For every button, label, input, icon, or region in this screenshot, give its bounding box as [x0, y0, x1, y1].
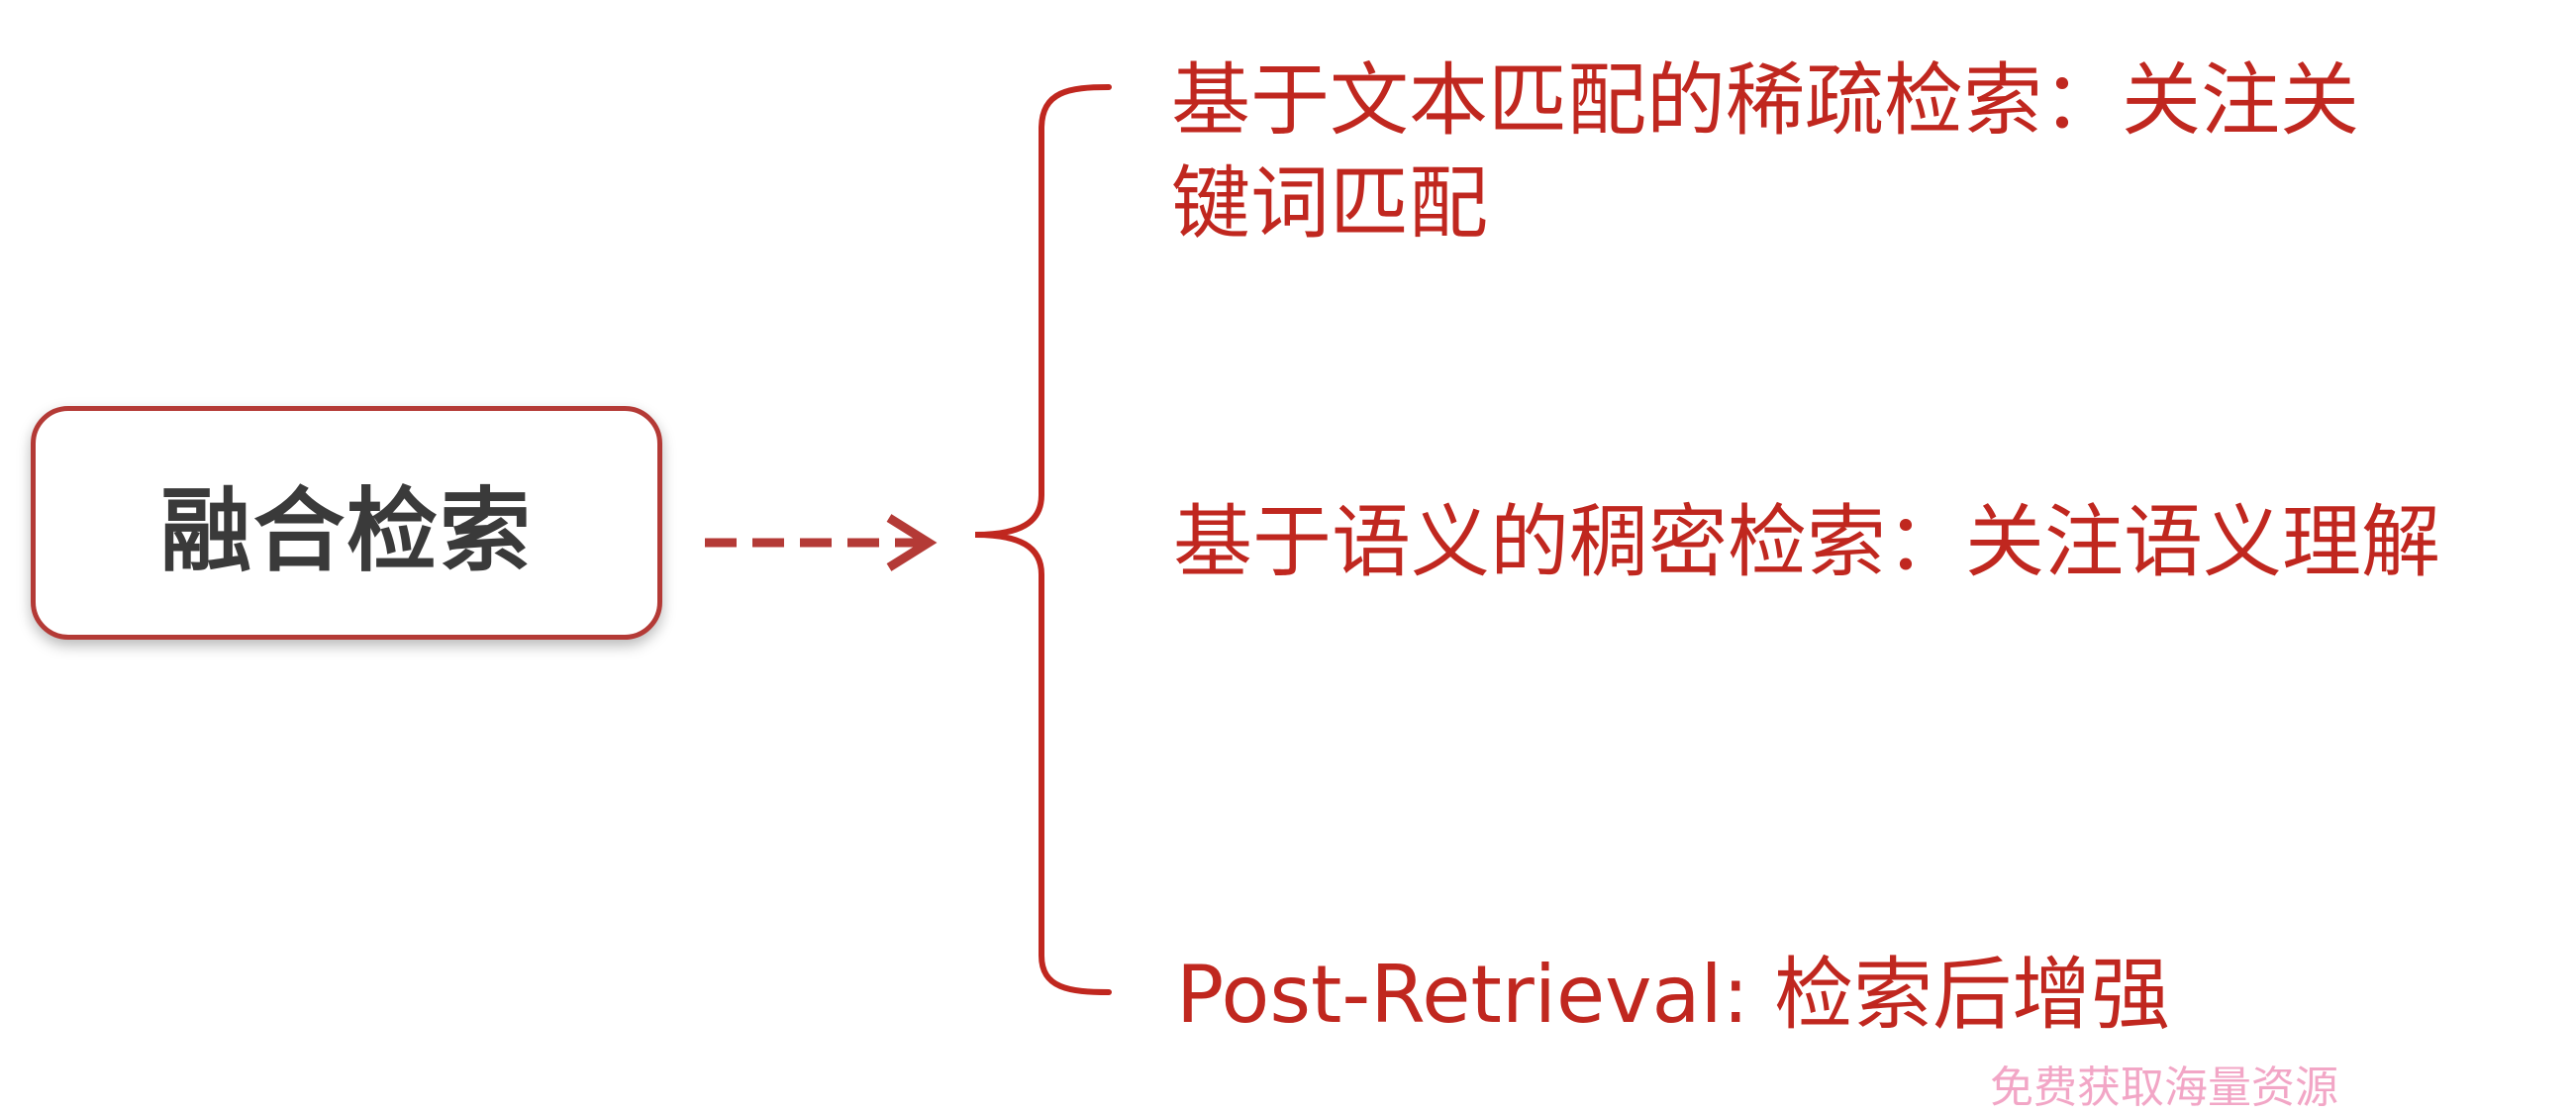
dashed-arrow: [705, 514, 938, 571]
branch-sparse-retrieval-line2: 键词匹配: [1171, 157, 1488, 250]
branch-post-retrieval: Post-Retrieval: 检索后增强: [1176, 944, 2170, 1047]
branch-dense-retrieval-text: 基于语义的稠密检索：关注语义理解: [1173, 496, 2440, 588]
dashed-arrow-head: [886, 514, 938, 571]
root-node-label: 融合检索: [159, 477, 533, 584]
root-node: 融合检索: [31, 406, 662, 640]
curly-brace: [974, 84, 1112, 995]
watermark: 免费获取海量资源: [1990, 1063, 2338, 1113]
branch-post-retrieval-text: Post-Retrieval: 检索后增强: [1176, 949, 2171, 1041]
branch-sparse-retrieval-line1: 基于文本匹配的稀疏检索：关注关: [1171, 54, 2359, 147]
branch-sparse-retrieval: 基于文本匹配的稀疏检索：关注关 键词匹配: [1171, 50, 2359, 255]
branch-dense-retrieval: 基于语义的稠密检索：关注语义理解: [1173, 491, 2440, 594]
diagram-connectors: [705, 84, 1112, 995]
